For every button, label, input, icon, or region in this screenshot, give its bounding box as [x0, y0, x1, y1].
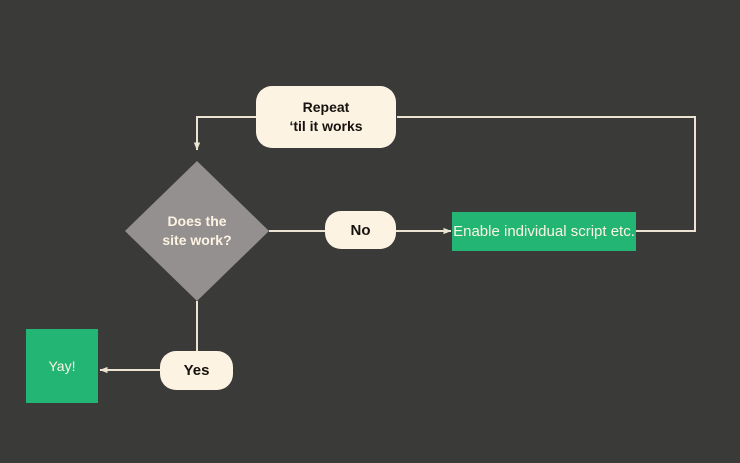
edge-action-to-repeat	[397, 116, 696, 232]
node-repeat[interactable]: Repeat ‘til it works	[256, 86, 396, 148]
node-no-label: No	[350, 221, 371, 239]
node-decision-label: Does the site work?	[162, 213, 232, 248]
node-yay-label: Yay!	[48, 358, 76, 374]
node-yes[interactable]: Yes	[160, 351, 233, 390]
node-yes-label: Yes	[183, 362, 210, 379]
node-yay[interactable]: Yay!	[26, 329, 98, 403]
node-repeat-label-line1: Repeat	[302, 99, 350, 116]
node-repeat-label-line2: ‘til it works	[289, 118, 363, 134]
node-action[interactable]: Enable individual script etc.	[452, 212, 636, 251]
node-decision[interactable]: Does the site work?	[125, 161, 269, 301]
edge-repeat-to-decision	[193, 116, 256, 151]
node-no[interactable]: No	[325, 211, 396, 249]
node-repeat-label: Repeat ‘til it works	[289, 98, 362, 136]
node-action-label: Enable individual script etc.	[453, 223, 635, 240]
